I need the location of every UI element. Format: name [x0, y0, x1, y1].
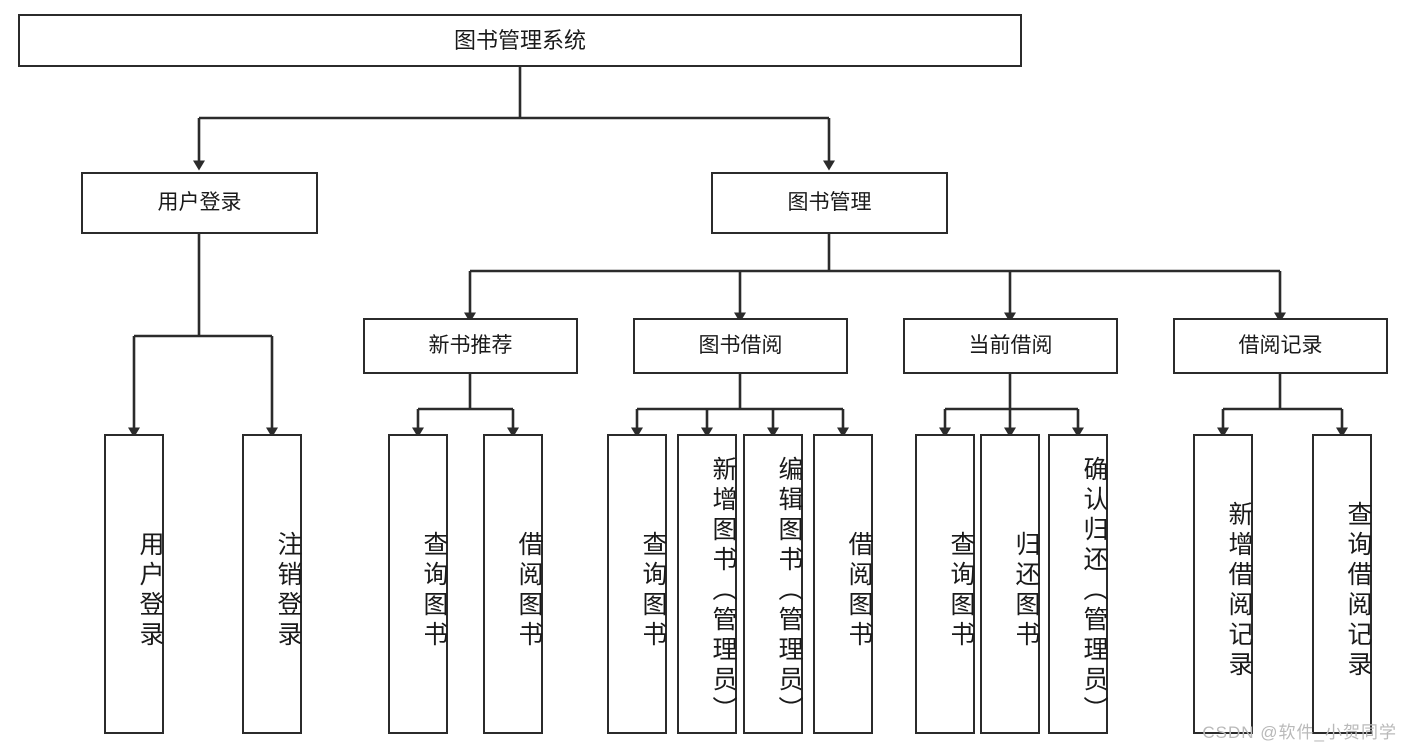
node-leaf-confirm-return-label: 确认归还（管理员）: [1080, 456, 1108, 726]
node-user-login[interactable]: 用户登录: [81, 172, 318, 234]
node-leaf-query-book-2-label: 查询图书: [639, 531, 667, 651]
node-book-manage-label: 图书管理: [787, 190, 872, 214]
node-leaf-query-book-1[interactable]: 查询图书: [388, 434, 448, 734]
node-book-manage[interactable]: 图书管理: [711, 172, 948, 234]
node-leaf-add-book-label: 新增图书（管理员）: [709, 456, 737, 726]
node-leaf-edit-book[interactable]: 编辑图书（管理员）: [743, 434, 803, 734]
node-user-login-label: 用户登录: [157, 190, 242, 214]
node-leaf-logout[interactable]: 注销登录: [242, 434, 302, 734]
node-root-label: 图书管理系统: [453, 27, 586, 53]
node-leaf-query-record[interactable]: 查询借阅记录: [1312, 434, 1372, 734]
node-book-borrow-label: 图书借阅: [698, 333, 783, 357]
node-leaf-add-record-label: 新增借阅记录: [1225, 501, 1253, 681]
node-borrow-record[interactable]: 借阅记录: [1173, 318, 1388, 374]
node-leaf-query-book-3-label: 查询图书: [947, 531, 975, 651]
node-leaf-borrow-book-2[interactable]: 借阅图书: [813, 434, 873, 734]
node-new-book-rec[interactable]: 新书推荐: [363, 318, 578, 374]
node-book-borrow[interactable]: 图书借阅: [633, 318, 848, 374]
node-leaf-edit-book-label: 编辑图书（管理员）: [775, 456, 803, 726]
node-leaf-logout-label: 注销登录: [274, 531, 302, 651]
node-leaf-add-record[interactable]: 新增借阅记录: [1193, 434, 1253, 734]
node-leaf-query-book-2[interactable]: 查询图书: [607, 434, 667, 734]
node-leaf-user-login-label: 用户登录: [136, 531, 164, 651]
node-borrow-record-label: 借阅记录: [1238, 333, 1323, 357]
node-current-borrow[interactable]: 当前借阅: [903, 318, 1118, 374]
node-leaf-user-login[interactable]: 用户登录: [104, 434, 164, 734]
node-leaf-query-book-3[interactable]: 查询图书: [915, 434, 975, 734]
node-root[interactable]: 图书管理系统: [18, 14, 1022, 67]
node-leaf-borrow-book-2-label: 借阅图书: [845, 531, 873, 651]
node-leaf-query-record-label: 查询借阅记录: [1344, 501, 1372, 681]
node-leaf-borrow-book-1-label: 借阅图书: [515, 531, 543, 651]
node-current-borrow-label: 当前借阅: [968, 333, 1053, 357]
node-leaf-return-book-label: 归还图书: [1012, 531, 1040, 651]
node-leaf-add-book[interactable]: 新增图书（管理员）: [677, 434, 737, 734]
node-leaf-confirm-return[interactable]: 确认归还（管理员）: [1048, 434, 1108, 734]
node-new-book-rec-label: 新书推荐: [428, 333, 513, 357]
node-leaf-borrow-book-1[interactable]: 借阅图书: [483, 434, 543, 734]
node-leaf-return-book[interactable]: 归还图书: [980, 434, 1040, 734]
node-leaf-query-book-1-label: 查询图书: [420, 531, 448, 651]
